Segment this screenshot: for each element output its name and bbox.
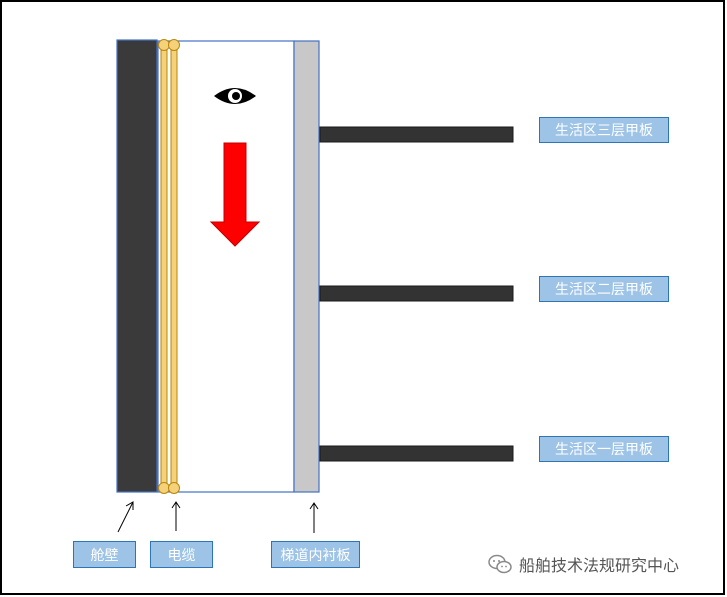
hull-wall-label: 舱壁 [73, 541, 136, 568]
cable-end-bottom-right [168, 482, 180, 494]
cable-end-top-left [158, 39, 170, 51]
deck-first-label: 生活区一层甲板 [539, 436, 669, 462]
cable-label: 电缆 [150, 541, 213, 568]
down-arrow-icon [209, 142, 261, 247]
watermark-text: 船舶技术法规研究中心 [519, 556, 680, 575]
watermark: 船舶技术法规研究中心 [487, 551, 679, 577]
pointer-lining [309, 502, 319, 533]
eye-icon [214, 88, 256, 104]
stairwell-space [157, 40, 295, 493]
wechat-icon [488, 554, 512, 574]
deck-second-bar [319, 285, 514, 302]
deck-third-bar [319, 126, 514, 143]
cable-end-bottom-left [158, 482, 170, 494]
cable-bundle [158, 39, 180, 494]
pointer-hull-wall [117, 501, 134, 533]
deck-third-label: 生活区三层甲板 [539, 117, 669, 143]
stair-lining [293, 40, 320, 493]
deck-first-bar [319, 445, 514, 462]
cable-left [160, 44, 168, 489]
cable-right [170, 44, 178, 489]
pointer-cable [171, 501, 181, 531]
deck-second-label: 生活区二层甲板 [539, 276, 669, 302]
cable-end-top-right [168, 39, 180, 51]
hull-wall [116, 39, 158, 493]
lining-label: 梯道内衬板 [271, 541, 360, 568]
